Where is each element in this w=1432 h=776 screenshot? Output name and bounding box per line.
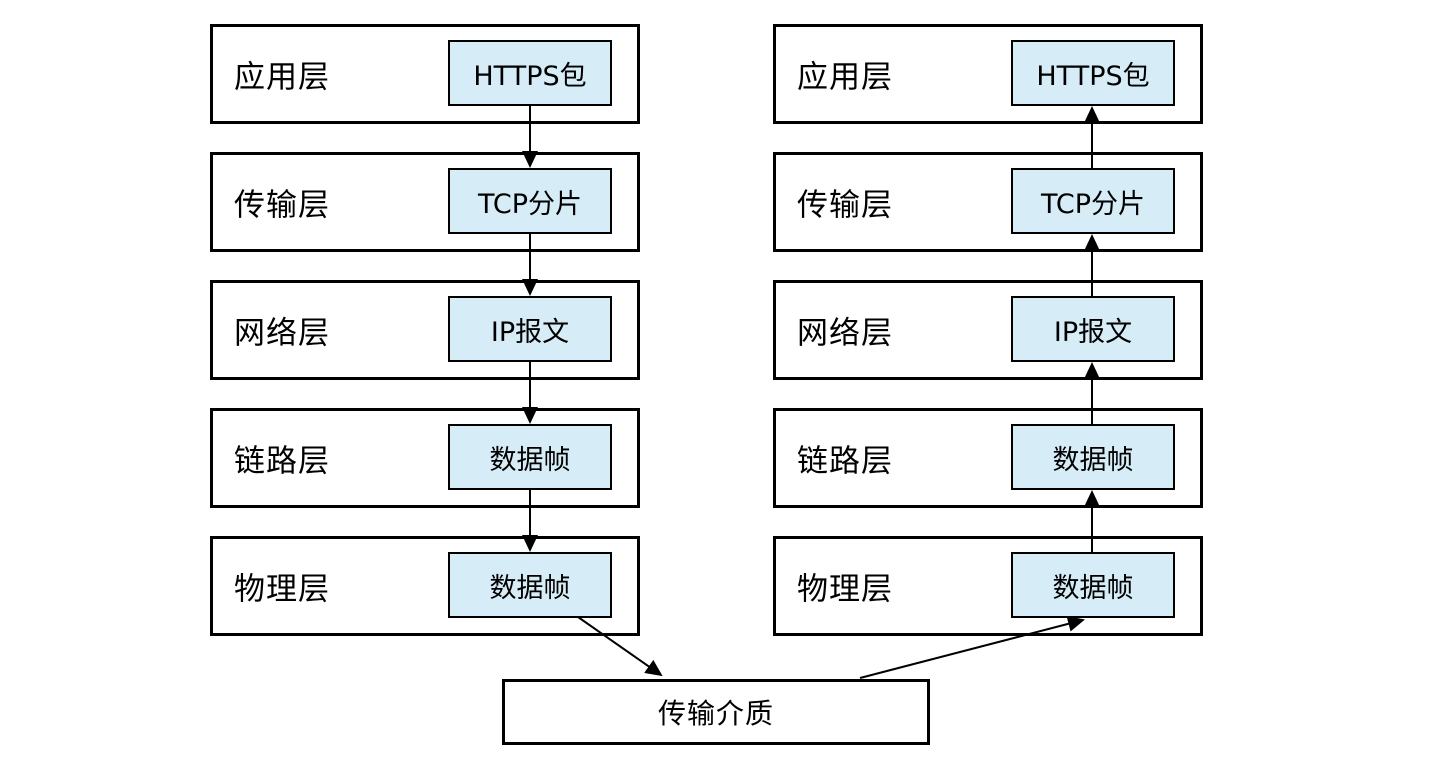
packet-label: HTTPS包 (473, 60, 587, 92)
layer-label: 链路层 (234, 443, 330, 480)
sender-layer-application: 应用层 HTTPS包 (210, 24, 640, 124)
layer-label: 传输层 (234, 187, 330, 224)
layer-label: 链路层 (797, 443, 893, 480)
packet-label: 数据帧 (1052, 444, 1134, 476)
receiver-layer-application: 应用层 HTTPS包 (773, 24, 1203, 124)
packet-label: IP报文 (490, 316, 570, 348)
sender-layer-network: 网络层 IP报文 (210, 280, 640, 380)
receiver-layer-network: 网络层 IP报文 (773, 280, 1203, 380)
packet-box: TCP分片 (1011, 168, 1175, 234)
layer-label: 传输层 (797, 187, 893, 224)
packet-box: 数据帧 (1011, 552, 1175, 618)
packet-box: 数据帧 (448, 424, 612, 490)
sender-layer-physical: 物理层 数据帧 (210, 536, 640, 636)
packet-label: IP报文 (1053, 316, 1133, 348)
layer-label: 网络层 (797, 315, 893, 352)
packet-box: HTTPS包 (448, 40, 612, 106)
packet-label: 数据帧 (1052, 572, 1134, 604)
layer-label: 物理层 (797, 571, 893, 608)
packet-box: TCP分片 (448, 168, 612, 234)
packet-box: IP报文 (448, 296, 612, 362)
receiver-layer-transport: 传输层 TCP分片 (773, 152, 1203, 252)
layer-label: 网络层 (234, 315, 330, 352)
transmission-medium-box: 传输介质 (502, 679, 930, 745)
transmission-medium-label: 传输介质 (657, 697, 774, 730)
receiver-layer-datalink: 链路层 数据帧 (773, 408, 1203, 508)
sender-layer-transport: 传输层 TCP分片 (210, 152, 640, 252)
packet-box: IP报文 (1011, 296, 1175, 362)
layer-label: 物理层 (234, 571, 330, 608)
packet-box: HTTPS包 (1011, 40, 1175, 106)
packet-box: 数据帧 (1011, 424, 1175, 490)
packet-box: 数据帧 (448, 552, 612, 618)
packet-label: HTTPS包 (1036, 60, 1150, 92)
packet-label: TCP分片 (1040, 188, 1146, 220)
layer-label: 应用层 (797, 59, 893, 96)
layer-label: 应用层 (234, 59, 330, 96)
sender-layer-datalink: 链路层 数据帧 (210, 408, 640, 508)
packet-label: 数据帧 (489, 444, 571, 476)
receiver-layer-physical: 物理层 数据帧 (773, 536, 1203, 636)
packet-label: TCP分片 (477, 188, 583, 220)
packet-label: 数据帧 (489, 572, 571, 604)
